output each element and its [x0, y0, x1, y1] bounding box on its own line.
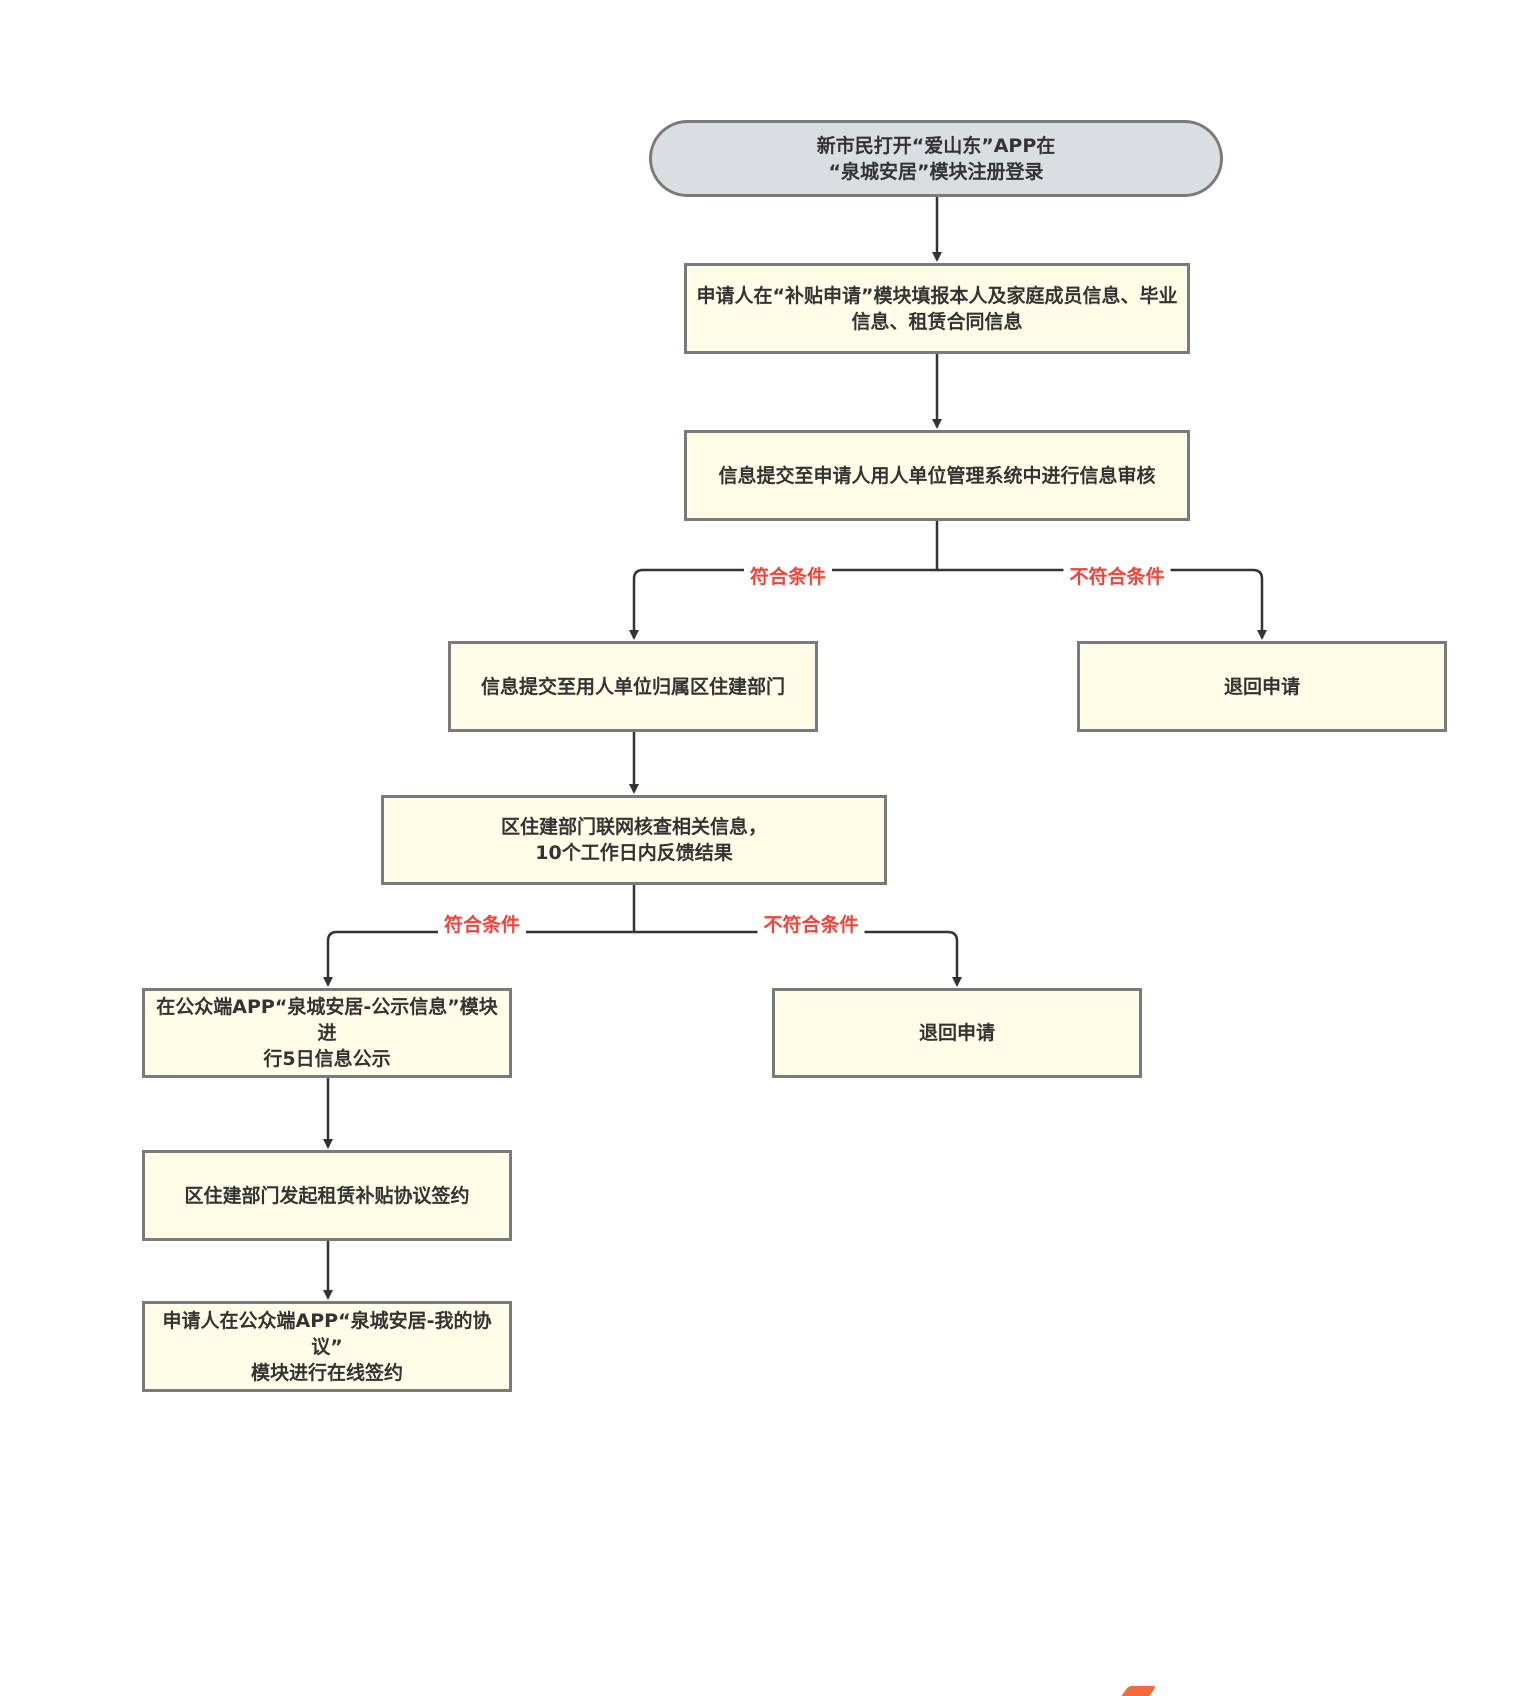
node-online-sign: 申请人在公众端APP“泉城安居-我的协议” 模块进行在线签约	[142, 1301, 512, 1392]
condition-fail-1: 不符合条件	[1063, 565, 1171, 589]
edge-review-to-reject-1	[937, 568, 1267, 640]
condition-pass-2: 符合条件	[437, 913, 527, 937]
node-employer-review: 信息提交至申请人用人单位管理系统中进行信息审核	[684, 430, 1190, 521]
node-start: 新市民打开“爱山东”APP在 “泉城安居”模块注册登录	[649, 120, 1223, 197]
node-reject-1: 退回申请	[1077, 641, 1447, 732]
node-agreement: 区住建部门发起租赁补贴协议签约	[142, 1150, 512, 1241]
condition-pass-1: 符合条件	[743, 565, 833, 589]
node-to-district: 信息提交至用人单位归属区住建部门	[448, 641, 818, 732]
edge-review-to-district	[629, 521, 939, 640]
condition-fail-2: 不符合条件	[757, 913, 865, 937]
node-district-check: 区住建部门联网核查相关信息， 10个工作日内反馈结果	[381, 795, 887, 885]
edge-check-to-publicity	[323, 885, 636, 987]
node-fill-info: 申请人在“补贴申请”模块填报本人及家庭成员信息、毕业 信息、租赁合同信息	[684, 263, 1190, 354]
edge-check-to-reject-2	[634, 930, 962, 987]
node-publicity: 在公众端APP“泉城安居-公示信息”模块进 行5日信息公示	[142, 988, 512, 1078]
node-reject-2: 退回申请	[772, 988, 1142, 1078]
